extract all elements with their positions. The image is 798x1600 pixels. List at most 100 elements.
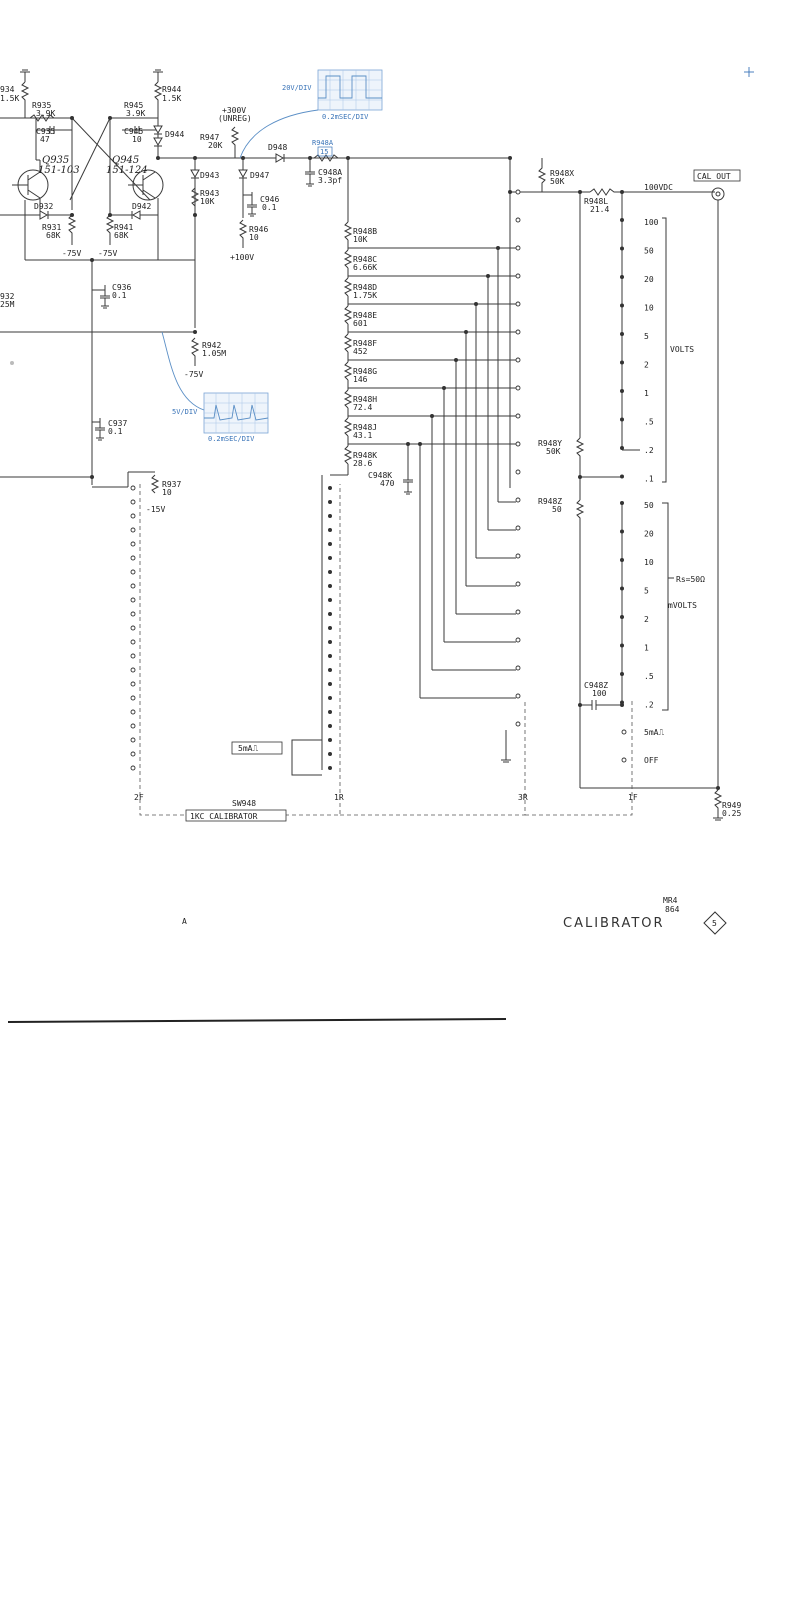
r935-value: 3.9K [36, 109, 55, 118]
scope1-time: 0.2mSEC/DIV [322, 113, 369, 121]
wafer-2f-terminal [130, 625, 136, 631]
r948k-label: R948K [353, 451, 377, 460]
wafer-2f-terminal [130, 695, 136, 701]
wafer-2f-terminal [130, 667, 136, 673]
wafer-3r-terminal [515, 665, 521, 671]
r948d-value: 1.75K [353, 291, 377, 300]
wafer-1r-contact [328, 640, 332, 644]
wafer-1r-contact [328, 528, 332, 532]
title-block: MR4 864 CALIBRATOR 5 A [10, 67, 754, 935]
r948x-value: 50K [550, 177, 565, 186]
wafer-1f-contact [620, 218, 624, 222]
rs-label: Rs=50Ω [676, 575, 705, 584]
c946-label: C946 [260, 195, 279, 204]
minus75-c: -75V [184, 370, 203, 379]
volts-position-label: 10 [644, 304, 654, 313]
wafer-3r-terminal [515, 385, 521, 391]
c945-label: C945 [124, 127, 143, 136]
r934-value: 1.5K [0, 94, 19, 103]
sheet-number: 5 [712, 919, 717, 928]
wafer-2f-terminal [130, 597, 136, 603]
wafer-1r-contact [328, 556, 332, 560]
r948g-label: R948G [353, 367, 377, 376]
r948x-label: R948X [550, 169, 574, 178]
wafer-2f-terminal [130, 751, 136, 757]
wafer-1r-contact [328, 570, 332, 574]
d943-label: D943 [200, 171, 219, 180]
c937-value: 0.1 [108, 427, 123, 436]
wafer-3r-terminal [515, 357, 521, 363]
wafer-1f-contact [620, 643, 624, 648]
r931-value: 68K [46, 231, 61, 240]
r932-value: 25M [0, 300, 15, 309]
c946-value: 0.1 [262, 203, 277, 212]
r948c-value: 6.66K [353, 263, 377, 272]
wafer-2f-terminals [130, 485, 136, 771]
r943-label: R943 [200, 189, 219, 198]
r948c-label: R948C [353, 255, 377, 264]
wafer-2f-terminal [130, 611, 136, 617]
wafer-1r-contact [328, 584, 332, 588]
r948g-value: 146 [353, 375, 368, 384]
c936-label: C936 [112, 283, 131, 292]
r948f-value: 452 [353, 347, 368, 356]
d947-label: D947 [250, 171, 269, 180]
wafer-1r-contact [328, 542, 332, 546]
r948y-value: 50K [546, 447, 561, 456]
punch-mark [10, 361, 14, 365]
q935-value: 151-103 [38, 165, 80, 176]
r948f-label: R948F [353, 339, 377, 348]
wafer-3r-terminal [515, 581, 521, 587]
wafer-2f-terminal [130, 583, 136, 589]
r937-value: 10 [162, 488, 172, 497]
v100dc-label: 100VDC [644, 183, 673, 192]
c948k-value: 470 [380, 479, 395, 488]
r948z-value: 50 [552, 505, 562, 514]
wafer-3r-label: 3R [518, 793, 528, 802]
switch-label: SW948 [232, 799, 256, 808]
d948-label: D948 [268, 143, 287, 152]
q945-label: Q945 [112, 155, 139, 166]
mr-label: MR4 [663, 896, 678, 905]
wafer-1r-contact [328, 682, 332, 686]
wafer-1r-contact [328, 668, 332, 672]
d942-label: D942 [132, 202, 151, 211]
sheet-diamond [703, 911, 727, 935]
wafer-3r-terminals [515, 189, 521, 727]
r931-label: R931 [42, 223, 61, 232]
c936-value: 0.1 [112, 291, 127, 300]
wafer-1r-terminals [328, 486, 332, 770]
wafer-2f-terminal [130, 569, 136, 575]
wafer-1r-contact [328, 696, 332, 700]
wafer-1f-contact [620, 474, 624, 479]
switch-outline: 5mA⎍ 2F 1R 3R 1F SW948 1KC CALIBRATOR [134, 484, 638, 822]
r948d-label: R948D [353, 283, 377, 292]
wafer-2f-terminal [130, 653, 136, 659]
wafer-1f-contact [620, 700, 624, 705]
wafer-2f-terminal [130, 527, 136, 533]
volts-position-label: .5 [644, 418, 654, 427]
r941-label: R941 [114, 223, 133, 232]
r948b-label: R948B [353, 227, 377, 236]
r935-label: R935 [32, 101, 51, 110]
wafer-3r-terminal [515, 413, 521, 419]
wafer-2f-terminal [130, 541, 136, 547]
wafer-2f-terminal [130, 499, 136, 505]
wafer-3r-terminal [515, 637, 521, 643]
wafer-3r-terminal [515, 721, 521, 727]
wafer-3r-terminal [515, 301, 521, 307]
plus100-label: +100V [230, 253, 254, 262]
wafer-3r-terminal [515, 329, 521, 335]
mvolts-position-label: .5 [644, 672, 654, 681]
wafer-2f-terminal [130, 513, 136, 519]
wafer-1f-label: 1F [628, 793, 638, 802]
r948y-label: R948Y [538, 439, 562, 448]
extra-position-label: 5mA⎍ [644, 728, 664, 737]
r947-label: R947 [200, 133, 219, 142]
r945-label: R945 [124, 101, 143, 110]
r942-value: 1.05M [202, 349, 226, 358]
wafer-1f-contact [620, 246, 624, 251]
